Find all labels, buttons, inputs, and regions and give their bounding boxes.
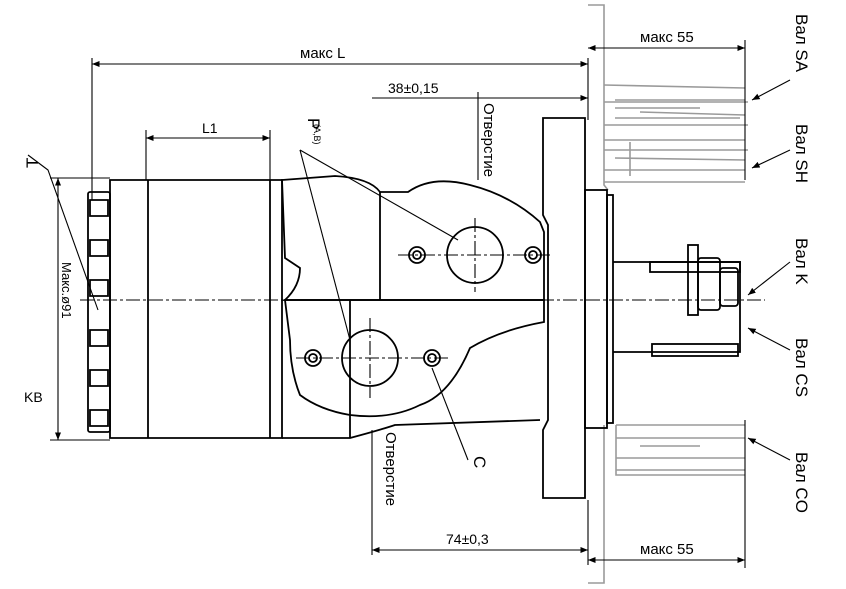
shaft-sa-label: Вал SA (792, 14, 811, 73)
p-label: P (304, 118, 323, 129)
dim-38-label: 38±0,15 (388, 80, 439, 96)
max-55-top-label: макс 55 (640, 29, 694, 46)
text-labels: макс L макс 55 макс 55 38±0,15 74±0,3 L1… (23, 14, 811, 558)
leader-lines (27, 79, 791, 461)
max-55-bottom-label: макс 55 (640, 541, 694, 558)
hole-top-label: Отверстие (480, 103, 497, 177)
l1-label: L1 (202, 120, 218, 136)
shaft-co-label: Вал CO (792, 452, 811, 513)
kb-label: KB (24, 389, 43, 405)
shaft-cs-label: Вал CS (792, 338, 811, 397)
dimension-lines (50, 40, 746, 568)
shaft-variants-outline (588, 4, 748, 584)
c-label: C (470, 456, 489, 468)
hole-bottom-label: Отверстие (382, 432, 399, 506)
t-label: T (23, 158, 42, 168)
max-d91-label: Макс.ø91 (59, 262, 74, 319)
max-l-label: макс L (300, 45, 345, 62)
shaft-k-label: Вал K (792, 238, 811, 285)
motor-body (87, 117, 741, 499)
center-lines (80, 218, 765, 398)
dim-74-label: 74±0,3 (446, 531, 489, 547)
shaft-sh-label: Вал SH (792, 124, 811, 183)
p-sub-label: (A,B) (312, 124, 322, 145)
